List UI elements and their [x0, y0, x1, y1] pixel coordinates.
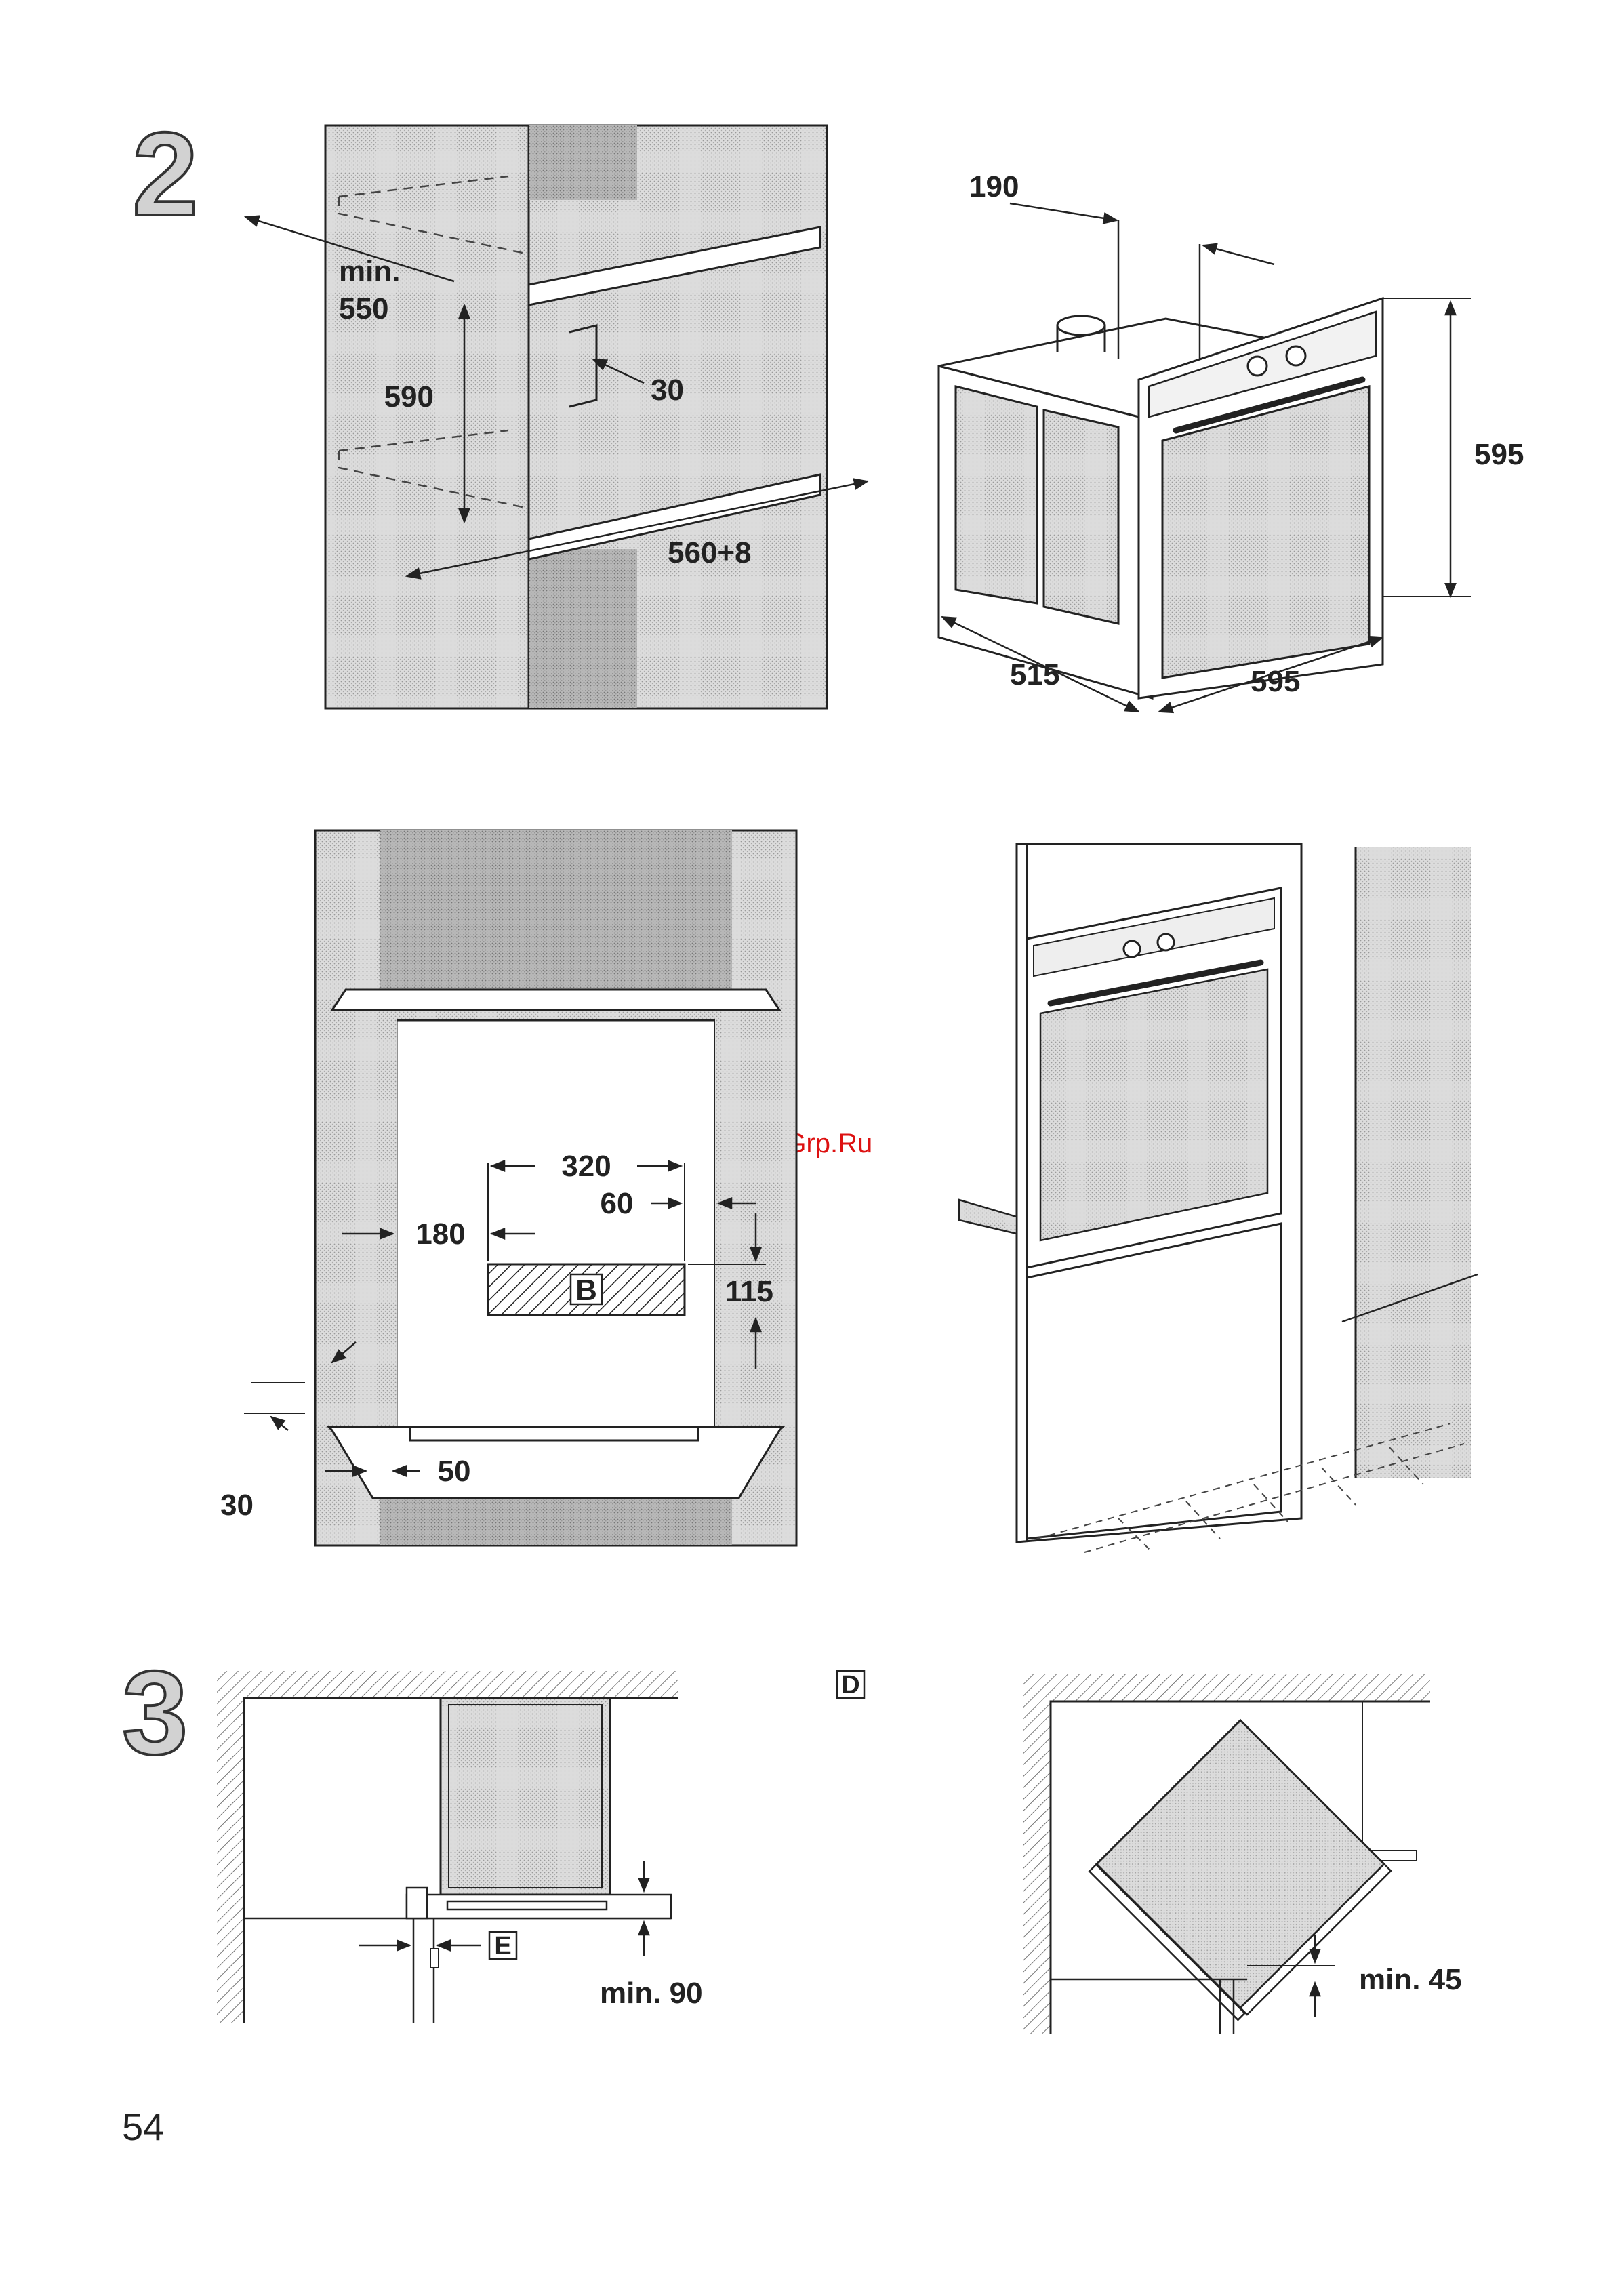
countertop-edge: [959, 1200, 1017, 1234]
side-vent-panel-left: [956, 386, 1037, 603]
step-number-3: 3: [122, 1654, 188, 1773]
vent-outlet: [1057, 316, 1105, 335]
tag-e-label: E: [494, 1932, 511, 1960]
page-number: 54: [122, 2105, 164, 2149]
step-number-2: 2: [132, 115, 198, 234]
oven-door-plan: [447, 1901, 607, 1910]
vent-190-back-arrow: [1203, 245, 1274, 264]
tag-d-label: D: [841, 1671, 859, 1699]
height-595-label: 595: [1474, 438, 1524, 471]
depth-560-label: 560+8: [668, 536, 752, 569]
vent-190-label: 190: [969, 170, 1019, 203]
oven-dimensions-diagram: 190 595 515 595: [915, 156, 1525, 746]
width-320-label: 320: [561, 1150, 611, 1183]
top-shelf: [332, 990, 779, 1010]
min-45-label: min. 45: [1359, 1963, 1462, 1996]
min-550-label: 550: [339, 292, 388, 325]
zone-115-label: 115: [725, 1275, 773, 1308]
corner-back-wall-hatch: [1023, 1674, 1430, 1701]
oven-knob-left: [1248, 357, 1267, 376]
side-wall: [1356, 847, 1471, 1478]
installed-knob-right: [1158, 934, 1174, 950]
zone-b-label: B: [575, 1274, 597, 1307]
niche-floor: [329, 1427, 783, 1498]
cabinet-side-panel: [325, 125, 529, 708]
gap-30-label: 30: [651, 373, 684, 407]
height-590-label: 590: [384, 380, 434, 413]
vent-190-dim-line: [1010, 203, 1117, 220]
lower-dark-recess: [529, 549, 637, 708]
upper-dark-panel: [380, 830, 732, 990]
plan-view-diagram: E min. 90 D: [210, 1664, 888, 2030]
lower-drawer: [1027, 1224, 1281, 1539]
side-wall-hatch: [217, 1698, 244, 2023]
offset-60-label: 60: [601, 1187, 634, 1220]
side-30-dim-line: [271, 1417, 288, 1430]
side-vent-panel-right: [1044, 410, 1118, 624]
upper-dark-recess: [529, 125, 637, 200]
cabinet-niche-diagram: min. 550 590 30 560+8: [230, 115, 895, 725]
corner-plan-diagram: min. 45: [1017, 1668, 1532, 2047]
installed-oven-window: [1040, 969, 1267, 1240]
min-90-label: min. 90: [600, 1977, 703, 2010]
back-wall-hatch: [217, 1671, 678, 1698]
installed-oven-diagram: [949, 834, 1484, 1559]
side-30-label: 30: [220, 1489, 253, 1522]
corner-oven-body: [1097, 1720, 1384, 2008]
installed-knob-left: [1124, 941, 1140, 957]
width-595-label: 595: [1251, 665, 1300, 698]
front-50-label: 50: [438, 1455, 471, 1488]
niche-front-diagram: B 320 60 180 115 50 30: [203, 820, 827, 1552]
oven-knob-right: [1286, 346, 1305, 365]
min-label: min.: [339, 255, 400, 288]
depth-515-label: 515: [1010, 658, 1059, 691]
corner-side-wall-hatch: [1023, 1701, 1051, 2034]
offset-180-label: 180: [415, 1217, 465, 1251]
